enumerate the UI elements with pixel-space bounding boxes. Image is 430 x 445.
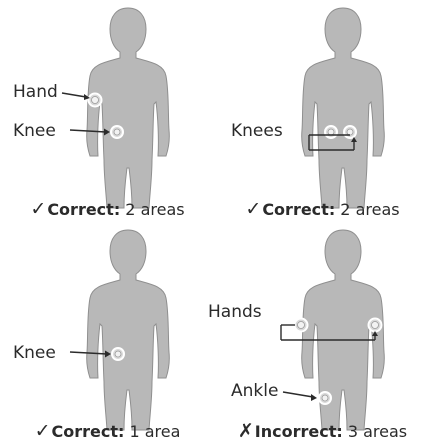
- verdict-text: Incorrect:: [255, 422, 343, 441]
- knee-pointer-line: [70, 352, 107, 354]
- checkmark-icon: ✓: [30, 198, 46, 220]
- label-knees: Knees: [231, 121, 283, 141]
- diagram-panel-3: Knee ✓Correct: 1 area: [0, 222, 215, 444]
- body-figure-2: [215, 0, 430, 222]
- checkmark-icon: ✓: [35, 420, 51, 442]
- label-hands: Hands: [208, 302, 262, 322]
- knee-marker: [112, 348, 124, 360]
- knee-pointer-line: [70, 130, 106, 132]
- body-silhouette: [87, 8, 170, 208]
- body-silhouette: [302, 8, 385, 208]
- diagram-panel-1: Hand Knee ✓Correct: 2 areas: [0, 0, 215, 222]
- label-knee: Knee: [13, 121, 56, 141]
- verdict-text: Correct:: [47, 200, 120, 219]
- body-figure-3: [0, 222, 215, 444]
- verdict-text: Correct:: [51, 422, 124, 441]
- knee-marker: [111, 126, 123, 138]
- ankle-pointer-arrowhead: [311, 394, 317, 401]
- checkmark-icon: ✓: [245, 198, 261, 220]
- left-knee-marker: [325, 126, 337, 138]
- diagram-panel-4: Hands Ankle ✗Incorrect: 3 areas: [215, 222, 430, 444]
- cross-icon: ✗: [238, 420, 254, 442]
- right-knee-marker: [344, 126, 356, 138]
- body-silhouette: [87, 230, 170, 430]
- area-count: 3 areas: [343, 422, 407, 441]
- body-figure-4: [215, 222, 430, 444]
- caption-4: ✗Incorrect: 3 areas: [215, 420, 430, 442]
- verdict-text: Correct:: [262, 200, 335, 219]
- diagram-panel-2: Knees ✓Correct: 2 areas: [215, 0, 430, 222]
- label-hand: Hand: [13, 82, 58, 102]
- ankle-marker: [319, 392, 331, 404]
- body-figure-1: [0, 0, 215, 222]
- hand-marker: [89, 94, 102, 107]
- area-count: 2 areas: [120, 200, 184, 219]
- left-hand-marker: [295, 319, 308, 332]
- right-hand-marker: [369, 319, 382, 332]
- area-count: 1 area: [124, 422, 180, 441]
- ankle-pointer-line: [283, 392, 313, 397]
- caption-1: ✓Correct: 2 areas: [0, 198, 215, 220]
- label-knee: Knee: [13, 343, 56, 363]
- area-count: 2 areas: [335, 200, 399, 219]
- label-ankle: Ankle: [231, 381, 278, 401]
- hand-pointer-line: [62, 93, 86, 97]
- caption-2: ✓Correct: 2 areas: [215, 198, 430, 220]
- caption-3: ✓Correct: 1 area: [0, 420, 215, 442]
